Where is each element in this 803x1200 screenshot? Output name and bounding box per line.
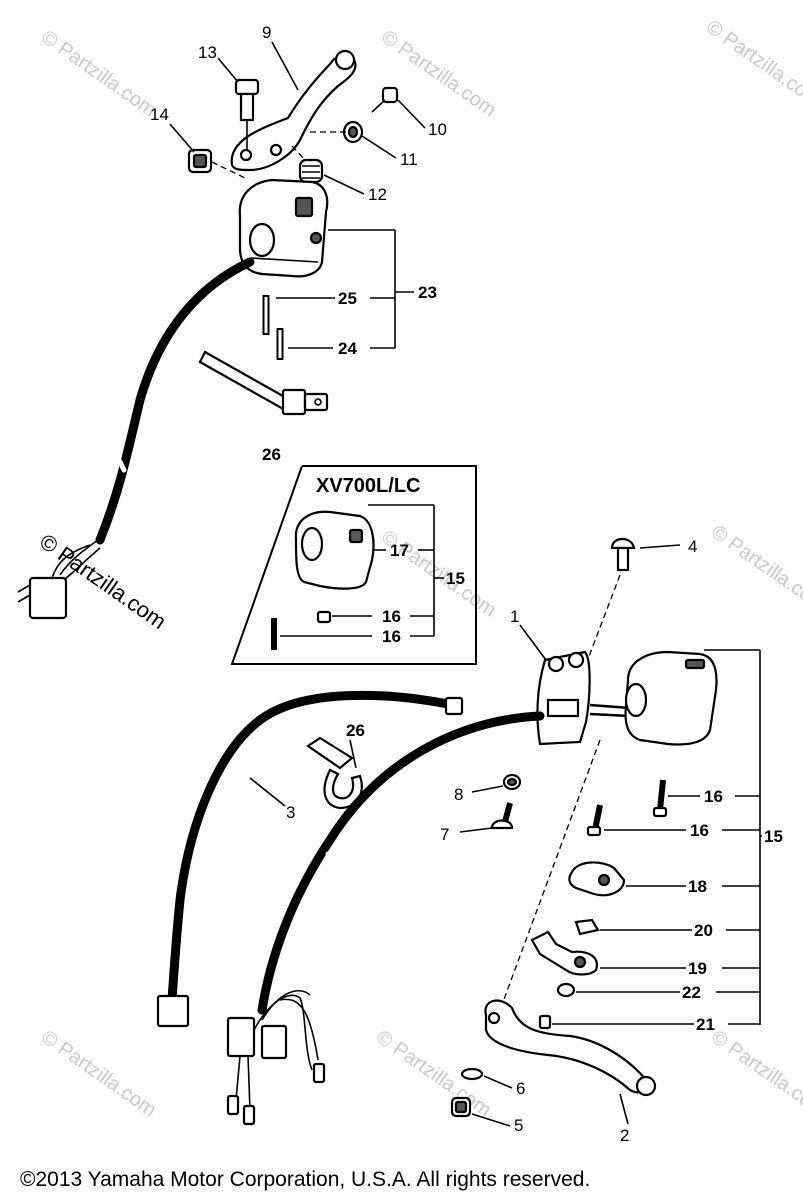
bolt-4 [610, 537, 636, 572]
part-20 [574, 918, 600, 936]
watermarks: © Partzilla.com © Partzilla.com © Partzi… [37, 16, 803, 1121]
switch-housing-right [624, 650, 718, 746]
part-19 [530, 930, 598, 976]
connector-bottom-left [156, 994, 190, 1028]
bracket-1 [536, 650, 591, 746]
callout-16-inset-b: 16 [382, 627, 401, 646]
collar-11 [342, 120, 364, 144]
inset-title: XV700L/LC [316, 475, 420, 497]
callout-15-inset: 15 [446, 569, 465, 588]
callout-3: 3 [286, 803, 295, 822]
callout-21: 21 [696, 1015, 715, 1034]
cable-tie-26 [198, 350, 329, 416]
copyright-text: ©2013 Yamaha Motor Corporation, U.S.A. A… [20, 1168, 590, 1191]
callout-15-main: 15 [764, 827, 783, 846]
watermark: © Partzilla.com [377, 26, 500, 121]
part-18 [568, 861, 626, 897]
callout-25: 25 [338, 289, 357, 308]
callout-16-inset-a: 16 [382, 607, 401, 626]
callout-26-top: 26 [262, 445, 281, 464]
part-21 [538, 1014, 552, 1030]
callout-7: 7 [440, 825, 449, 844]
connector-cable-3-end [444, 696, 464, 716]
watermark: © Partzilla.com [37, 26, 160, 121]
callout-1: 1 [510, 607, 519, 626]
part-22 [556, 982, 576, 998]
nut-8 [502, 773, 522, 791]
clamp-26 [306, 736, 363, 810]
spring-12 [298, 158, 324, 184]
switch-housing-23 [238, 178, 329, 278]
callout-8: 8 [454, 785, 463, 804]
callout-13: 13 [198, 43, 217, 62]
callout-26-bottom: 26 [346, 721, 365, 740]
part-6 [460, 1067, 484, 1081]
callout-6: 6 [516, 1079, 525, 1098]
connector-bundle [226, 990, 326, 1126]
screw-16-a [652, 779, 668, 818]
screw-16-inset-a [316, 610, 332, 624]
callout-24: 24 [338, 339, 357, 358]
callout-16-b: 16 [690, 821, 709, 840]
callout-17: 17 [390, 541, 409, 560]
callout-4: 4 [688, 537, 697, 556]
callout-20: 20 [694, 921, 713, 940]
callout-5: 5 [514, 1116, 523, 1135]
watermark: © Partzilla.com [707, 1026, 803, 1121]
callout-18: 18 [688, 877, 707, 896]
screw-10 [371, 86, 399, 113]
callout-12: 12 [368, 185, 387, 204]
callout-10: 10 [428, 120, 447, 139]
screw-16-b [586, 804, 603, 837]
watermark: © Partzilla.com [702, 16, 803, 111]
callout-19: 19 [688, 959, 707, 978]
callout-11: 11 [400, 150, 418, 169]
callout-16-a: 16 [704, 787, 723, 806]
nut-5 [450, 1096, 472, 1118]
bolt-13 [234, 78, 260, 150]
connector-left [17, 539, 101, 620]
lever-2 [484, 999, 657, 1097]
lever-9 [230, 49, 357, 172]
watermark: © Partzilla.com [707, 521, 803, 616]
inset-xv700l-lc: XV700L/LC 17 15 16 16 [230, 465, 477, 665]
callout-9: 9 [262, 23, 271, 42]
switch-17 [294, 510, 375, 590]
callout-14: 14 [150, 105, 169, 124]
nut-14 [187, 148, 213, 174]
callout-23: 23 [418, 283, 437, 302]
watermark: © Partzilla.com [37, 1026, 160, 1121]
callout-22: 22 [682, 983, 701, 1002]
callout-2: 2 [620, 1126, 629, 1145]
screw-7 [490, 802, 514, 830]
